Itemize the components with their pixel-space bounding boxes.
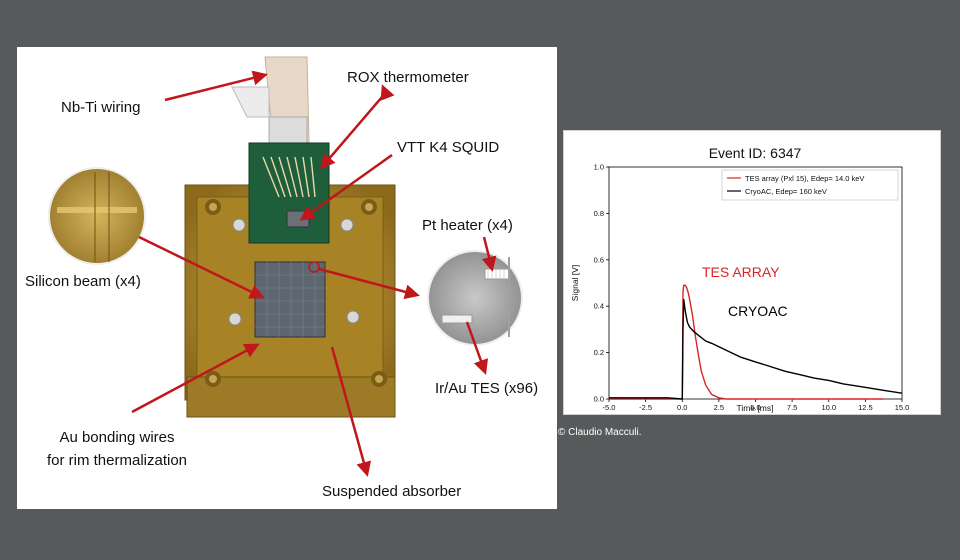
squid-chip <box>286 210 310 228</box>
label-suspended-absorber: Suspended absorber <box>322 483 462 500</box>
x-axis-label: Time [ms] <box>737 403 774 413</box>
series-line-tes-array <box>609 284 883 400</box>
y-tick-label: 0.6 <box>594 255 604 264</box>
y-tick-label: 1.0 <box>594 163 604 172</box>
label-au-bonding-line2: for rim thermalization <box>46 451 188 469</box>
annotation-arrows <box>131 70 497 477</box>
x-tick-label: 5.0 <box>750 403 760 412</box>
detector-photo <box>48 56 523 477</box>
legend-entry-cryoac: CryoAC, Edep= 160 keV <box>745 187 827 196</box>
x-tick-label: 10.0 <box>821 403 836 412</box>
plot-area <box>608 166 903 400</box>
label-nb-ti-wiring: Nb-Ti wiring <box>61 99 141 116</box>
legend-entry-tes: TES array (Pxl 15), Edep= 14.0 keV <box>745 174 864 183</box>
label-au-bonding-line1: Au bonding wires <box>59 429 175 446</box>
silicon-beam-zoom <box>48 167 146 265</box>
label-rox-thermometer: ROX thermometer <box>347 69 469 86</box>
tes-zoom <box>427 250 523 346</box>
label-pt-heater: Pt heater (x4) <box>422 217 513 234</box>
annotation-tes-array: TES ARRAY <box>702 264 780 280</box>
absorber <box>254 261 326 338</box>
y-axis-label: Signal [V] <box>570 265 580 301</box>
x-tick-label: 2.5 <box>714 403 724 412</box>
squid-pcb <box>248 142 330 244</box>
label-ir-au-tes: Ir/Au TES (x96) <box>435 380 539 397</box>
signal-chart-panel: Event ID: 6347 -5.0 -2.5 0.0 2.5 5.0 7.5 10.0 1… <box>563 130 941 415</box>
label-vtt-squid: VTT K4 SQUID <box>397 139 500 156</box>
chart-legend: TES array (Pxl 15), Edep= 14.0 keV CryoA… <box>721 169 899 201</box>
label-au-bonding-wires: Au bonding wires for rim thermalization <box>17 427 217 472</box>
signal-chart: Event ID: 6347 -5.0 -2.5 0.0 2.5 5.0 7.5 10.0 1… <box>570 145 910 413</box>
y-tick-label: 0.0 <box>594 395 604 404</box>
image-credit: © Claudio Macculi. <box>558 427 642 438</box>
detector-photo-panel: Nb-Ti wiring ROX thermometer VTT K4 SQUI… <box>17 47 557 509</box>
label-silicon-beam: Silicon beam (x4) <box>25 273 141 290</box>
x-tick-label: 7.5 <box>787 403 797 412</box>
x-tick-label: -5.0 <box>603 403 616 412</box>
x-tick-label: 0.0 <box>677 403 687 412</box>
x-tick-label: 15.0 <box>895 403 910 412</box>
series-line-cryoac <box>609 299 903 400</box>
chart-title: Event ID: 6347 <box>709 145 802 161</box>
x-tick-label: -2.5 <box>639 403 652 412</box>
y-tick-label: 0.8 <box>594 209 604 218</box>
annotation-cryoac: CRYOAC <box>728 303 788 319</box>
y-tick-label: 0.4 <box>594 302 604 311</box>
y-tick-label: 0.2 <box>594 348 604 357</box>
legend-box <box>721 169 899 201</box>
x-tick-label: 12.5 <box>858 403 873 412</box>
